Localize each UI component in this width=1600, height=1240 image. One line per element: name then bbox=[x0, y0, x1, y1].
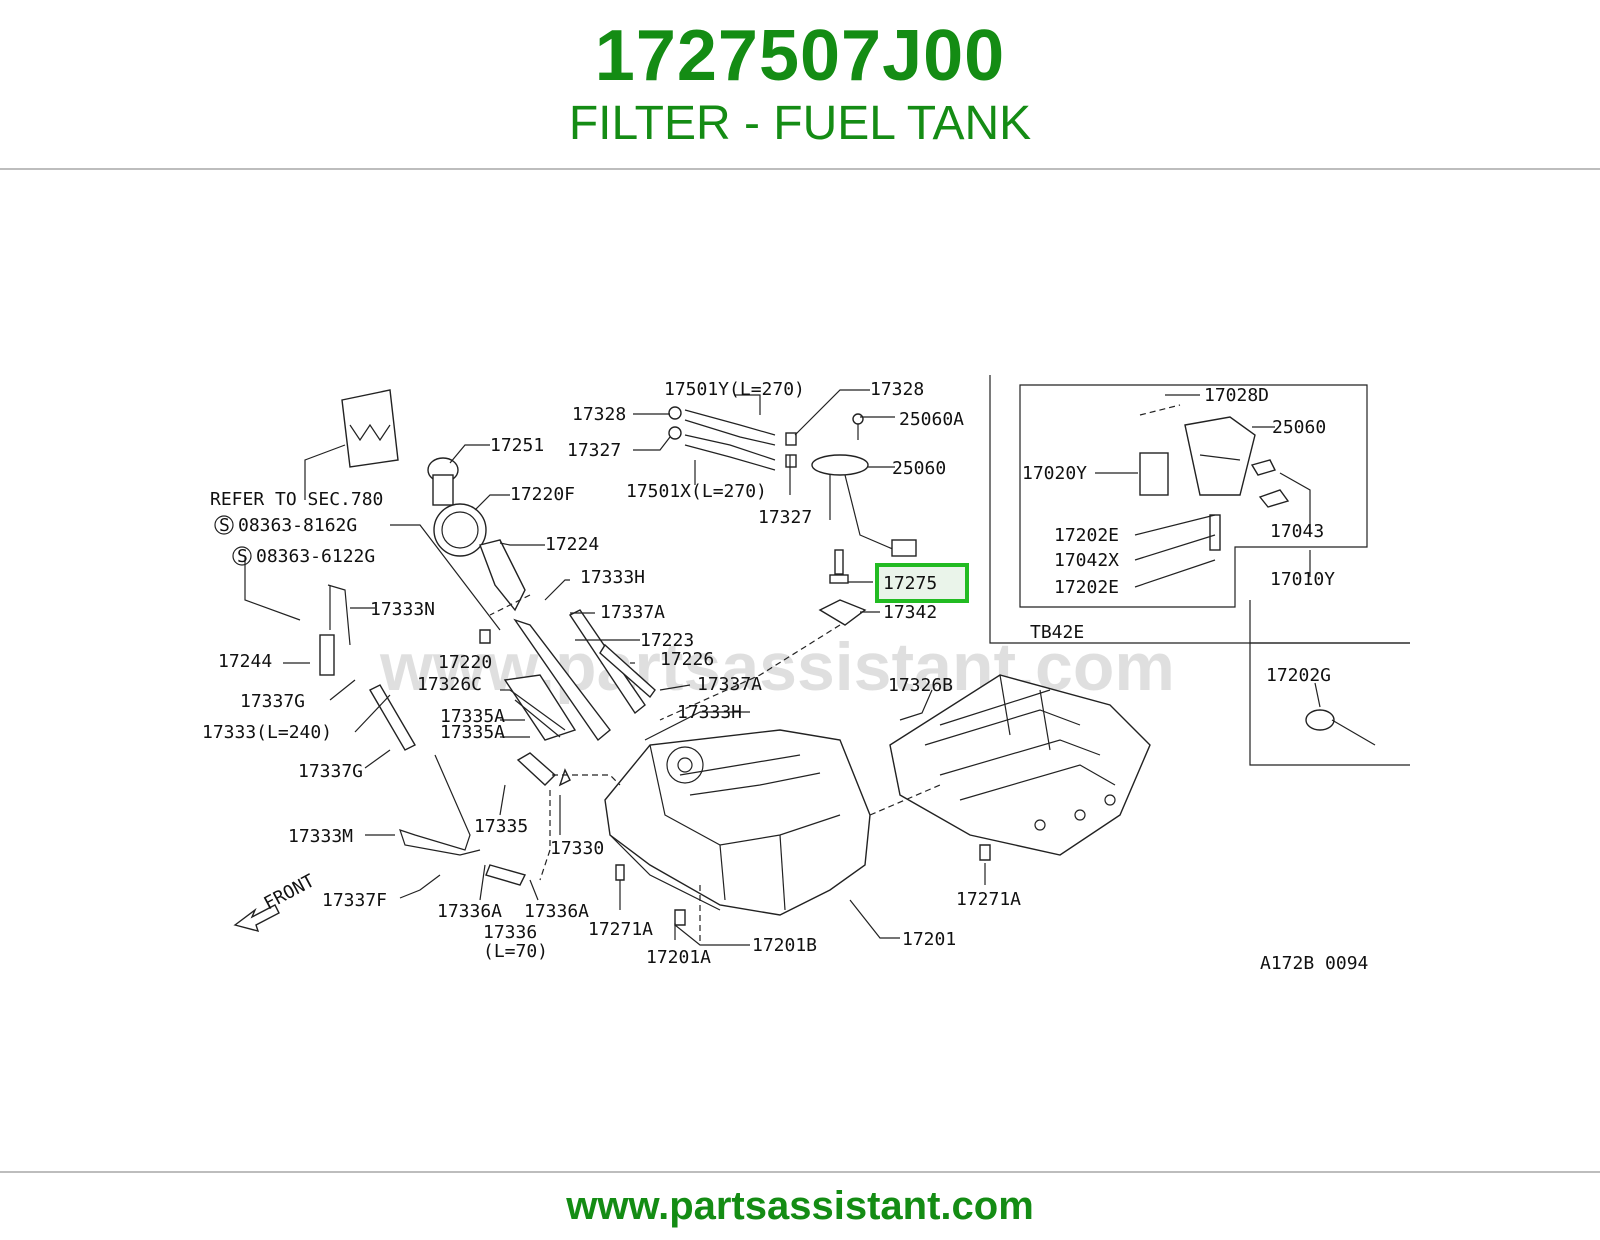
label-17201: 17201 bbox=[902, 929, 956, 950]
label-17043: 17043 bbox=[1270, 521, 1324, 542]
parts-diagram: www.partsassistant.com bbox=[180, 345, 1410, 1010]
highlight-box bbox=[875, 563, 969, 603]
label-17223: 17223 bbox=[640, 630, 694, 651]
label-17271A-a: 17271A bbox=[588, 919, 653, 940]
label-17336-L70: (L=70) bbox=[483, 941, 548, 962]
label-17202G: 17202G bbox=[1266, 665, 1331, 686]
tank-protector-drawing bbox=[889, 674, 1151, 856]
label-17201B: 17201B bbox=[752, 935, 817, 956]
bolts bbox=[479, 629, 991, 926]
label-17333H-b: 17333H bbox=[677, 702, 742, 723]
footer-divider bbox=[0, 1171, 1600, 1173]
label-17336: 17336 bbox=[483, 922, 537, 943]
label-17326B: 17326B bbox=[888, 675, 953, 696]
label-17275: 17275 bbox=[883, 573, 937, 594]
label-17337G-b: 17337G bbox=[298, 761, 363, 782]
label-25060A: 25060A bbox=[899, 409, 964, 430]
label-17202E-b: 17202E bbox=[1054, 577, 1119, 598]
label-tb42e: TB42E bbox=[1030, 622, 1084, 643]
vent-pump-drawing bbox=[659, 406, 917, 721]
label-17330: 17330 bbox=[550, 838, 604, 859]
label-17335: 17335 bbox=[474, 816, 528, 837]
label-17337A-b: 17337A bbox=[697, 674, 762, 695]
label-17333M: 17333M bbox=[288, 826, 353, 847]
label-17337A-a: 17337A bbox=[600, 602, 665, 623]
label-17010Y: 17010Y bbox=[1270, 569, 1335, 590]
label-17020Y: 17020Y bbox=[1022, 463, 1087, 484]
label-08363-8162G: 08363-8162G bbox=[238, 515, 357, 536]
label-17328-b: 17328 bbox=[870, 379, 924, 400]
s-mark-icon bbox=[214, 515, 234, 535]
label-17202E-a: 17202E bbox=[1054, 525, 1119, 546]
part-description: FILTER - FUEL TANK bbox=[568, 97, 1032, 150]
front-arrow: FRONT bbox=[233, 870, 318, 933]
label-17028D: 17028D bbox=[1204, 385, 1269, 406]
label-17337G-a: 17337G bbox=[240, 691, 305, 712]
label-17326C: 17326C bbox=[417, 674, 482, 695]
front-label: FRONT bbox=[260, 870, 318, 914]
label-17342: 17342 bbox=[883, 602, 937, 623]
label-17201A: 17201A bbox=[646, 947, 711, 968]
label-17224: 17224 bbox=[545, 534, 599, 555]
s-mark-letter-b: S bbox=[237, 546, 248, 567]
label-17220: 17220 bbox=[438, 652, 492, 673]
figure-code: A172B 0094 bbox=[1260, 953, 1368, 974]
label-17333H-a: 17333H bbox=[580, 567, 645, 588]
tb42e-inset bbox=[989, 375, 1410, 766]
label-17220F: 17220F bbox=[510, 484, 575, 505]
label-17244: 17244 bbox=[218, 651, 272, 672]
page-header: 1727507J00 FILTER - FUEL TANK bbox=[0, 0, 1600, 170]
label-17336A-a: 17336A bbox=[437, 901, 502, 922]
label-17501Y: 17501Y(L=270) bbox=[664, 379, 805, 400]
label-17335A-b: 17335A bbox=[440, 722, 505, 743]
part-number: 1727507J00 bbox=[594, 16, 1006, 96]
label-17328-a: 17328 bbox=[572, 404, 626, 425]
label-17042X: 17042X bbox=[1054, 550, 1119, 571]
label-17335A-a: 17335A bbox=[440, 706, 505, 727]
label-17501X: 17501X(L=270) bbox=[626, 481, 767, 502]
label-17327-a: 17327 bbox=[567, 440, 621, 461]
footer-url[interactable]: www.partsassistant.com bbox=[566, 1184, 1034, 1228]
label-08363-6122G: 08363-6122G bbox=[256, 546, 375, 567]
label-17333-L240: 17333(L=240) bbox=[202, 722, 332, 743]
s-mark-letter-a: S bbox=[219, 515, 230, 536]
label-17271A-b: 17271A bbox=[956, 889, 1021, 910]
label-17337F: 17337F bbox=[322, 890, 387, 911]
leader-lines bbox=[244, 389, 1321, 946]
label-25060-b: 25060 bbox=[1272, 417, 1326, 438]
label-17327-b: 17327 bbox=[758, 507, 812, 528]
label-17226: 17226 bbox=[660, 649, 714, 670]
filler-hoses-drawing bbox=[319, 389, 656, 886]
label-25060-a: 25060 bbox=[892, 458, 946, 479]
header-divider bbox=[0, 168, 1600, 170]
fuel-tank-drawing bbox=[604, 729, 871, 916]
s-mark-icon bbox=[232, 546, 252, 566]
label-17333N: 17333N bbox=[370, 599, 435, 620]
label-refer-note: REFER TO SEC.780 bbox=[210, 489, 383, 510]
part-labels: 17501Y(L=270) 17328 17328 25060A 17327 2… bbox=[202, 379, 1368, 974]
label-17336A-b: 17336A bbox=[524, 901, 589, 922]
label-17251: 17251 bbox=[490, 435, 544, 456]
